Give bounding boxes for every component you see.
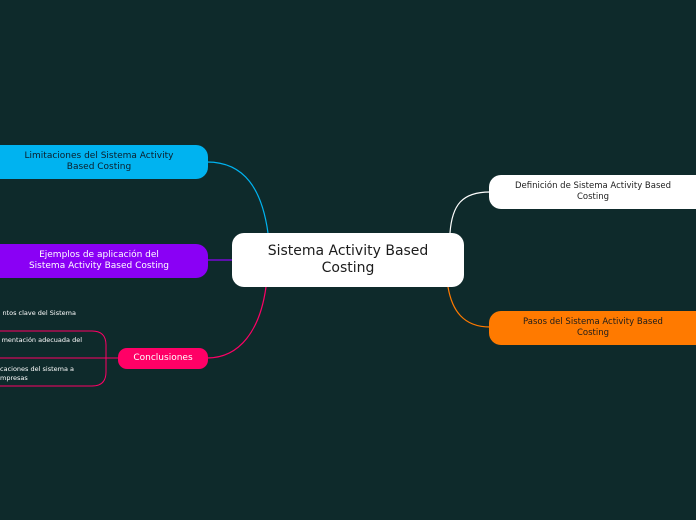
topic-definicion[interactable]: Definición de Sistema Activity Based Cos… bbox=[489, 175, 696, 209]
topic-ejemplos[interactable]: Ejemplos de aplicación del Sistema Activ… bbox=[0, 244, 208, 278]
connector-conclusiones-subtopics bbox=[0, 330, 118, 387]
topic-pasos-label: Pasos del Sistema Activity Based Costing bbox=[523, 317, 663, 338]
topic-limitaciones-label: Limitaciones del Sistema Activity Based … bbox=[24, 150, 174, 172]
topic-pasos[interactable]: Pasos del Sistema Activity Based Costing bbox=[489, 311, 696, 345]
topic-definicion-label: Definición de Sistema Activity Based Cos… bbox=[514, 181, 672, 202]
topic-conclusiones-label: Conclusiones bbox=[133, 352, 193, 363]
connector-pasos bbox=[447, 286, 491, 328]
connector-conclusiones bbox=[206, 286, 267, 359]
subtopic-conclusiones-1[interactable]: ntos clave del Sistema bbox=[2, 309, 76, 317]
subtopic-conclusiones-3[interactable]: caciones del sistema a mpresas bbox=[0, 365, 74, 382]
topic-limitaciones[interactable]: Limitaciones del Sistema Activity Based … bbox=[0, 145, 208, 179]
connector-limitaciones bbox=[206, 161, 269, 234]
central-topic[interactable]: Sistema Activity Based Costing bbox=[232, 233, 464, 287]
central-topic-label: Sistema Activity Based Costing bbox=[267, 242, 429, 277]
topic-conclusiones[interactable]: Conclusiones bbox=[118, 348, 208, 369]
topic-ejemplos-label: Ejemplos de aplicación del Sistema Activ… bbox=[28, 249, 170, 271]
connector-definicion bbox=[449, 191, 491, 234]
subtopic-conclusiones-2[interactable]: mentación adecuada del bbox=[1, 336, 82, 344]
